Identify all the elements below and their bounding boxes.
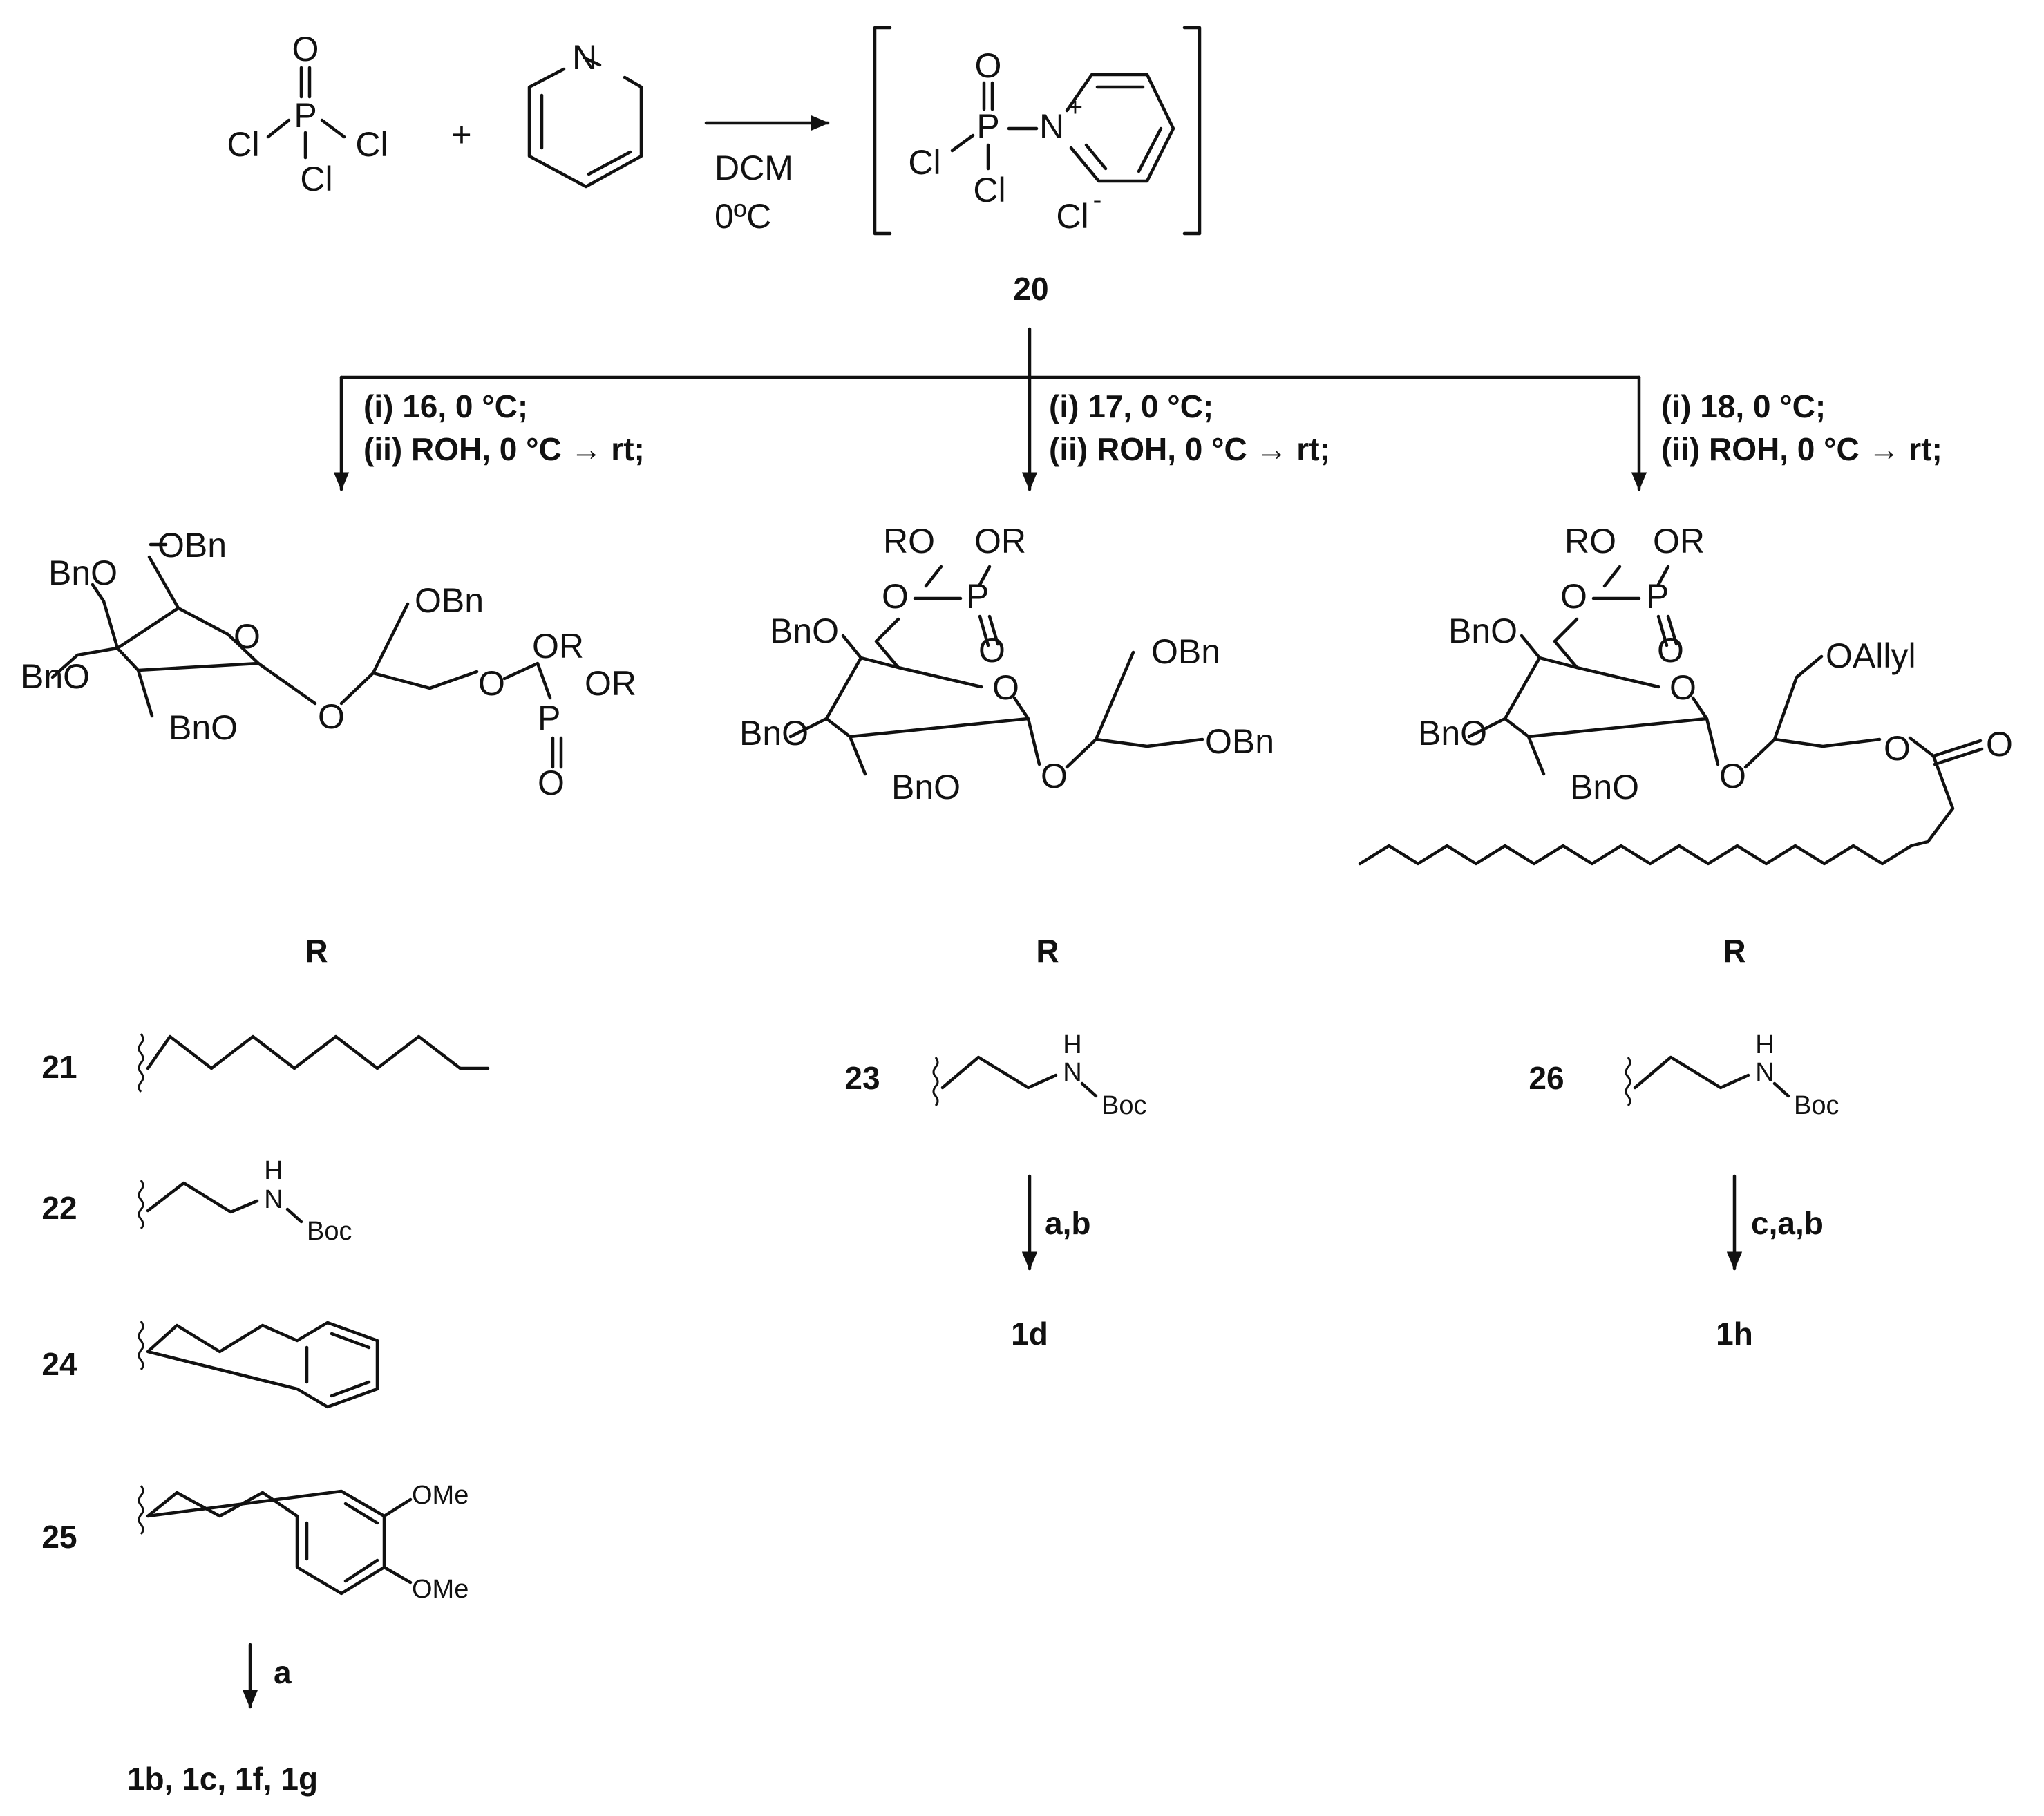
label-or-1: OR	[532, 627, 584, 665]
product-middle-structure: RO OR O P O BnO O BnO BnO O OBn OBn	[739, 522, 1274, 806]
condition-temperature: 0ºC	[715, 197, 771, 236]
label-p-oxo: O	[538, 764, 565, 802]
label-or: OR	[974, 522, 1026, 560]
final-reagents-middle: a,b	[1045, 1205, 1090, 1241]
atom-cl-left: Cl	[908, 143, 940, 182]
final-reagents-left: a	[274, 1654, 292, 1690]
label-bno-2: BnO	[891, 768, 961, 806]
atom-o: O	[292, 30, 319, 68]
label-or-2: OR	[585, 664, 636, 703]
group-boc: Boc	[307, 1217, 352, 1246]
pyridine-structure: N	[527, 38, 643, 189]
label-p-oxo: O	[1657, 631, 1684, 670]
final-product-middle: 1d	[1011, 1316, 1048, 1352]
group-boc: Boc	[1794, 1091, 1839, 1120]
atom-h: H	[1755, 1030, 1774, 1059]
product-left-structure: OBn BnO O BnO BnO O OBn O OR OR P O	[21, 526, 636, 802]
label-or: OR	[1653, 522, 1705, 560]
branch-left-step1: (i) 16, 0 °C;	[363, 388, 528, 424]
compound-label-22: 22	[41, 1190, 77, 1226]
branch-left-step2: (ii) ROH, 0 °C → rt;	[363, 431, 645, 467]
r-group-23-structure: H N Boc	[932, 1030, 1146, 1120]
label-obn-2: OBn	[1205, 722, 1274, 761]
r-group-24-structure	[138, 1321, 379, 1409]
label-p: P	[538, 699, 560, 737]
product-right-structure: RO OR O P O BnO O OAllyl BnO BnO O O O	[1358, 522, 2013, 866]
label-ester-o: O	[1884, 729, 1911, 768]
label-ring-o: O	[234, 617, 261, 656]
compound-label-23: 23	[844, 1060, 880, 1096]
r-group-25-structure: OMe OMe	[138, 1481, 469, 1604]
r-header-left: R	[305, 933, 328, 969]
r-group-26-structure: H N Boc	[1625, 1030, 1839, 1120]
label-obn-1: OBn	[1151, 632, 1220, 671]
label-ring-o: O	[1669, 668, 1696, 707]
label-bno-4: BnO	[1448, 612, 1517, 650]
compound-label-21: 21	[41, 1049, 77, 1085]
negative-charge: -	[1093, 186, 1102, 215]
branch-arrows	[333, 327, 1647, 491]
branch-right-step2: (ii) ROH, 0 °C → rt;	[1661, 431, 1942, 467]
atom-cl-bottom: Cl	[973, 171, 1005, 209]
label-glyco-o: O	[1041, 757, 1068, 795]
label-p: P	[966, 577, 989, 616]
atom-n: N	[572, 38, 597, 77]
r-header-middle: R	[1036, 933, 1059, 969]
positive-charge: +	[1068, 93, 1083, 122]
label-p: P	[1646, 577, 1669, 616]
compound-label-26: 26	[1529, 1060, 1564, 1096]
atom-cl-right: Cl	[355, 125, 388, 164]
label-bno-4: BnO	[48, 554, 117, 592]
atom-h: H	[264, 1156, 283, 1185]
condition-solvent: DCM	[715, 149, 793, 187]
label-glyco-o: O	[1719, 757, 1746, 795]
label-phos-o: O	[882, 577, 909, 616]
atom-n: N	[264, 1185, 283, 1214]
label-obn-top: OBn	[158, 526, 227, 565]
label-p-oxo: O	[978, 631, 1005, 670]
final-products-left: 1b, 1c, 1f, 1g	[127, 1761, 318, 1797]
label-ro: RO	[883, 522, 935, 560]
r-group-21-structure	[138, 1033, 490, 1093]
r-group-22-structure: H N Boc	[138, 1156, 352, 1246]
counterion-cl: Cl	[1056, 197, 1088, 236]
atom-n-plus: N	[1039, 107, 1064, 146]
group-ome-1: OMe	[412, 1481, 469, 1510]
label-phos-o: O	[1560, 577, 1587, 616]
label-phos-o: O	[478, 664, 505, 703]
r-header-right: R	[1723, 933, 1745, 969]
poc13-structure: O P Cl Cl Cl	[227, 30, 388, 198]
compound-label-25: 25	[41, 1519, 77, 1555]
branch-middle-step2: (ii) ROH, 0 °C → rt;	[1049, 431, 1330, 467]
atom-n: N	[1755, 1058, 1774, 1087]
plus-sign: +	[451, 115, 471, 154]
label-carbonyl-o: O	[1986, 725, 2013, 764]
final-product-right: 1h	[1716, 1316, 1753, 1352]
atom-p: P	[294, 96, 316, 135]
atom-o: O	[975, 46, 1002, 85]
label-bno-4: BnO	[770, 612, 839, 650]
label-bno-2: BnO	[1570, 768, 1639, 806]
compound-label-24: 24	[41, 1346, 77, 1382]
compound-label-20: 20	[1013, 271, 1048, 307]
group-ome-2: OMe	[412, 1575, 469, 1604]
label-obn-glycerol: OBn	[415, 581, 484, 620]
atom-cl-left: Cl	[227, 125, 259, 164]
branch-middle-step1: (i) 17, 0 °C;	[1049, 388, 1213, 424]
group-boc: Boc	[1101, 1091, 1146, 1120]
atom-cl-bottom: Cl	[300, 160, 332, 198]
label-bno-2: BnO	[169, 708, 238, 747]
branch-right-step1: (i) 18, 0 °C;	[1661, 388, 1826, 424]
label-ro: RO	[1564, 522, 1616, 560]
final-reagents-right: c,a,b	[1751, 1205, 1824, 1241]
label-oallyl: OAllyl	[1826, 636, 1916, 675]
intermediate-20: O P N + Cl Cl Cl -	[873, 26, 1202, 236]
atom-p: P	[976, 107, 999, 146]
atom-h: H	[1063, 1030, 1081, 1059]
atom-n: N	[1063, 1058, 1081, 1087]
